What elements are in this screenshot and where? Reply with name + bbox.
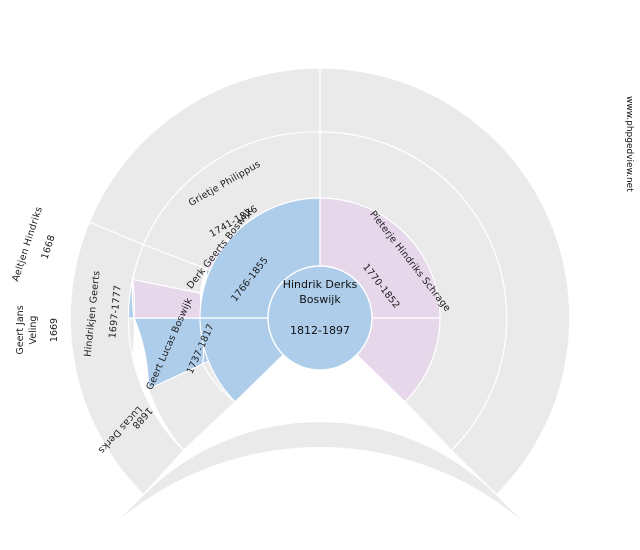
gen4-geert-jans-name-line2: Veling	[28, 316, 39, 345]
gen4-aeltjen-dates: 1668	[40, 234, 58, 261]
gen4-aeltjen-name: Aeltjen Hindriks	[10, 205, 45, 283]
center-dates: 1812-1897	[290, 324, 350, 337]
gen4-geert-jans-label-group2: Veling	[28, 316, 39, 345]
gen4-geert-jans-dates: 1669	[49, 318, 60, 342]
gen4-geert-jans-name-line1: Geert Jans	[15, 305, 26, 354]
watermark-text: www.phpgedview.net	[624, 96, 634, 192]
center-person-circle	[267, 265, 373, 371]
gen5-empty-sector	[98, 420, 542, 540]
gen4-aeltjen-label-group: Aeltjen Hindriks	[10, 205, 45, 283]
center-name-line1: Hindrik Derks	[283, 278, 358, 291]
gen4-aeltjen-dates-group: 1668	[40, 234, 58, 261]
gen4-geert-jans-label-group: Geert Jans	[15, 305, 26, 354]
gen4-geert-jans-dates-group: 1669	[49, 318, 60, 342]
fan-slices-group	[69, 67, 571, 540]
center-name-line2: Boswijk	[299, 293, 341, 306]
